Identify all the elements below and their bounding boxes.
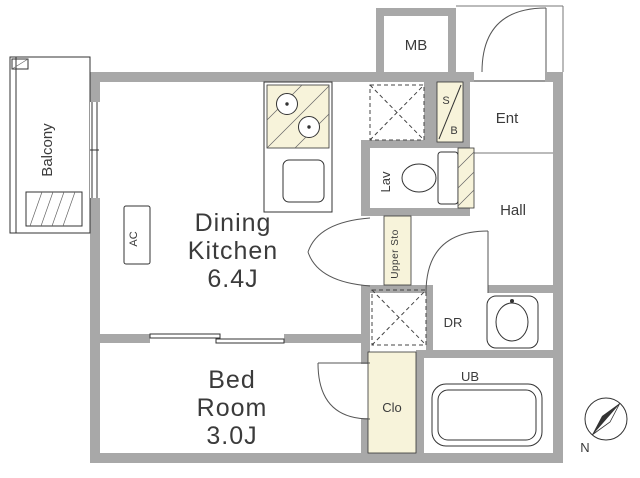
- svg-text:Bed: Bed: [208, 366, 255, 394]
- entrance-area: Ent: [456, 5, 564, 154]
- wall-clo-ub-divider: [416, 350, 424, 453]
- shoe-box-label-bottom: B: [450, 125, 457, 137]
- hall-label: Hall: [500, 202, 526, 219]
- ac-label: AC: [128, 231, 140, 246]
- lavatory-label: Lav: [378, 171, 393, 192]
- wall-dk-bed-left: [90, 334, 150, 343]
- front-door-arc: [481, 7, 547, 73]
- unit-bath-label: UB: [461, 369, 479, 384]
- svg-text:Kitchen: Kitchen: [188, 237, 278, 265]
- wall-dr-wash-divider: [426, 293, 433, 350]
- balcony-partition-top: [11, 58, 29, 70]
- balcony-area: Balcony: [9, 56, 91, 234]
- dr-door-arc: [425, 230, 489, 294]
- meter-box-label: MB: [405, 37, 428, 54]
- sliding-door: [149, 333, 285, 344]
- toilet-bowl: [401, 163, 437, 193]
- toilet-tank: [437, 151, 459, 205]
- lavatory-door: [457, 147, 475, 209]
- closet-door-arc: [317, 362, 371, 420]
- bathtub-outer: [431, 383, 543, 447]
- closet-label: Clo: [382, 400, 402, 415]
- fridge-space-box: [369, 84, 425, 141]
- compass: N: [580, 397, 628, 455]
- balcony-window: [90, 102, 100, 198]
- upper-storage-label: Upper Sto: [390, 229, 401, 279]
- wall-left-bottom: [90, 198, 100, 463]
- walls: [90, 8, 563, 463]
- kitchen-counter: [263, 81, 333, 213]
- bathtub-inner: [437, 389, 537, 441]
- powder-room-label: DR: [444, 315, 463, 330]
- north-label: N: [580, 440, 589, 455]
- svg-text:Room: Room: [197, 394, 268, 422]
- closet: Clo: [317, 351, 417, 454]
- washing-machine-box: [371, 289, 427, 346]
- basin-faucet-icon: [510, 299, 514, 303]
- kitchen-sink: [282, 159, 325, 203]
- wall-mb-right: [448, 8, 456, 72]
- wall-left-top: [90, 72, 100, 102]
- wall-core-left-stub: [361, 418, 370, 453]
- shoe-box: S B: [436, 81, 464, 143]
- upper-storage-box: [383, 215, 412, 286]
- wall-right: [553, 72, 563, 463]
- svg-text:3.0J: 3.0J: [206, 422, 257, 450]
- wall-lav-bottom: [361, 208, 470, 216]
- ac-unit: AC: [123, 205, 151, 265]
- wall-sb-right: [462, 82, 470, 144]
- balcony-hatch-panel: [25, 191, 83, 227]
- wall-hall-dr-left: [361, 285, 433, 293]
- wall-hall-dr-right: [488, 285, 553, 293]
- wall-lav-top: [361, 140, 470, 148]
- bed-room-label: Bed Room 3.0J: [197, 366, 268, 450]
- entrance-label: Ent: [496, 110, 519, 127]
- balcony-label: Balcony: [39, 123, 56, 177]
- balcony-partition-hatch: [11, 58, 29, 70]
- dr-door: [425, 230, 489, 294]
- wall-fridge-sb-divider: [424, 82, 437, 140]
- wall-mb-left: [376, 8, 384, 72]
- shoe-box-label-top: S: [442, 95, 449, 107]
- unit-bath: UB: [431, 369, 543, 447]
- closet-box: [367, 351, 417, 454]
- svg-text:Dining: Dining: [195, 209, 272, 237]
- wall-dr-ub: [416, 350, 553, 358]
- wall-core-left-mid: [361, 288, 370, 364]
- powder-room: DR: [444, 295, 539, 349]
- lavatory-area: Lav: [378, 147, 475, 209]
- upper-storage: Upper Sto: [383, 215, 412, 286]
- dining-kitchen-label: Dining Kitchen 6.4J: [188, 209, 278, 293]
- wall-mb-top: [376, 8, 456, 16]
- double-door-arcs: [307, 217, 371, 287]
- svg-text:6.4J: 6.4J: [207, 265, 258, 293]
- wall-dk-bed-right: [284, 334, 370, 343]
- wall-bottom: [90, 453, 563, 463]
- basin-unit: [486, 295, 539, 349]
- compass-needle-light: [591, 402, 621, 436]
- wall-lav-left: [361, 140, 370, 216]
- wall-top-main: [90, 72, 474, 82]
- compass-circle: [584, 397, 628, 441]
